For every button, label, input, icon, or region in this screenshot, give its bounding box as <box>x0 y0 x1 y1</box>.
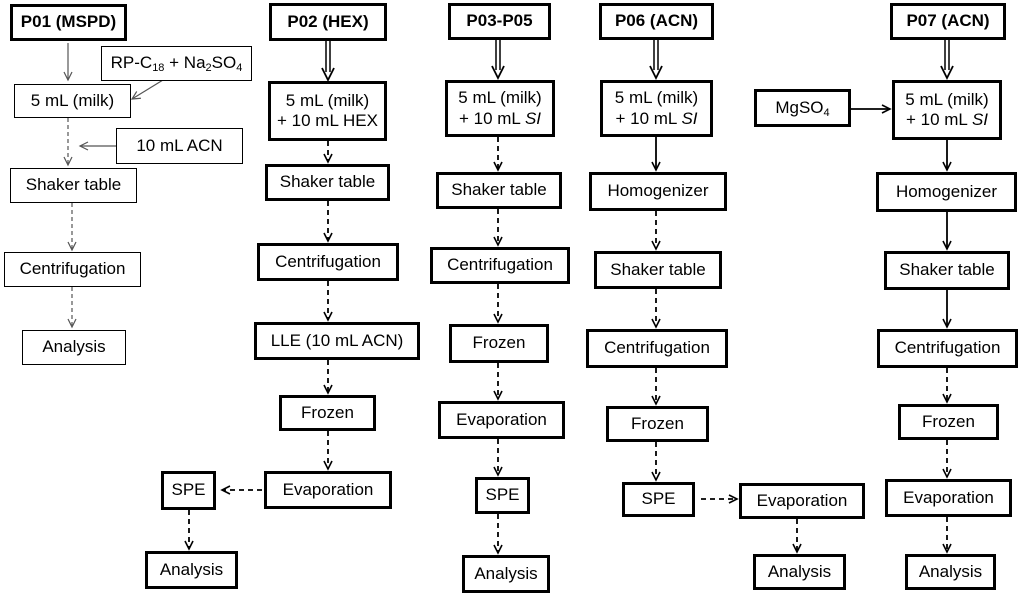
p07-step-analysis: Analysis <box>905 554 996 590</box>
p01-sample-box: 5 mL (milk) <box>14 84 131 118</box>
p06-step-shaker: Shaker table <box>594 251 722 289</box>
p02-step-frozen: Frozen <box>279 395 376 431</box>
p01-step-analysis: Analysis <box>22 330 126 365</box>
p02-step-shaker: Shaker table <box>265 164 390 201</box>
p02-header: P02 (HEX) <box>269 3 387 41</box>
p01-step-centrifugation: Centrifugation <box>4 252 141 287</box>
p03-step-evaporation: Evaporation <box>438 401 565 439</box>
p06-double-arrow-header-sample <box>649 40 663 81</box>
p06-step-spe: SPE <box>622 482 695 517</box>
p06-sample-box: 5 mL (milk) + 10 mL SI <box>600 80 713 137</box>
p02-step-evaporation: Evaporation <box>264 471 392 509</box>
p07-step-evaporation: Evaporation <box>885 479 1012 517</box>
p01-arrow-reagent-sample <box>130 79 164 100</box>
p03-step-shaker: Shaker table <box>436 172 562 209</box>
p02-step-analysis: Analysis <box>145 551 238 589</box>
p06-step-frozen: Frozen <box>606 406 709 442</box>
p03-step-spe: SPE <box>475 477 530 514</box>
p01-step-shaker: Shaker table <box>10 168 137 203</box>
p07-step-centrifugation: Centrifugation <box>877 329 1018 368</box>
p06-step-evaporation: Evaporation <box>739 483 865 519</box>
p07-reagent-box: MgSO4 <box>754 89 851 127</box>
p06-step-centrifugation: Centrifugation <box>586 329 728 368</box>
p02-step-lle: LLE (10 mL ACN) <box>254 322 420 360</box>
p03-step-centrifugation: Centrifugation <box>430 247 570 284</box>
p01-reagent-box: RP-C18 + Na2SO4 <box>101 46 252 81</box>
p06-step-analysis: Analysis <box>753 554 846 590</box>
p03-step-analysis: Analysis <box>462 555 550 593</box>
p01-header: P01 (MSPD) <box>10 4 127 41</box>
p07-double-arrow-header-sample <box>940 40 954 81</box>
p02-sample-box: 5 mL (milk) + 10 mL HEX <box>268 81 387 141</box>
p07-step-homogenizer: Homogenizer <box>876 172 1017 212</box>
p01-solvent-box: 10 mL ACN <box>116 128 243 164</box>
p06-step-homogenizer: Homogenizer <box>589 172 727 211</box>
p07-sample-box: 5 mL (milk) + 10 mL SI <box>892 80 1002 140</box>
p03-double-arrow-header-sample <box>491 40 505 81</box>
p02-double-arrow-header-sample <box>321 40 335 83</box>
p07-step-shaker: Shaker table <box>884 251 1010 290</box>
p03-header: P03-P05 <box>448 3 551 40</box>
p02-step-spe: SPE <box>161 471 216 510</box>
p07-header: P07 (ACN) <box>890 3 1006 40</box>
p07-step-frozen: Frozen <box>898 404 999 440</box>
p02-step-centrifugation: Centrifugation <box>257 243 399 281</box>
p06-header: P06 (ACN) <box>599 3 714 40</box>
p03-sample-box: 5 mL (milk) + 10 mL SI <box>445 80 555 137</box>
p03-step-frozen: Frozen <box>449 324 549 363</box>
